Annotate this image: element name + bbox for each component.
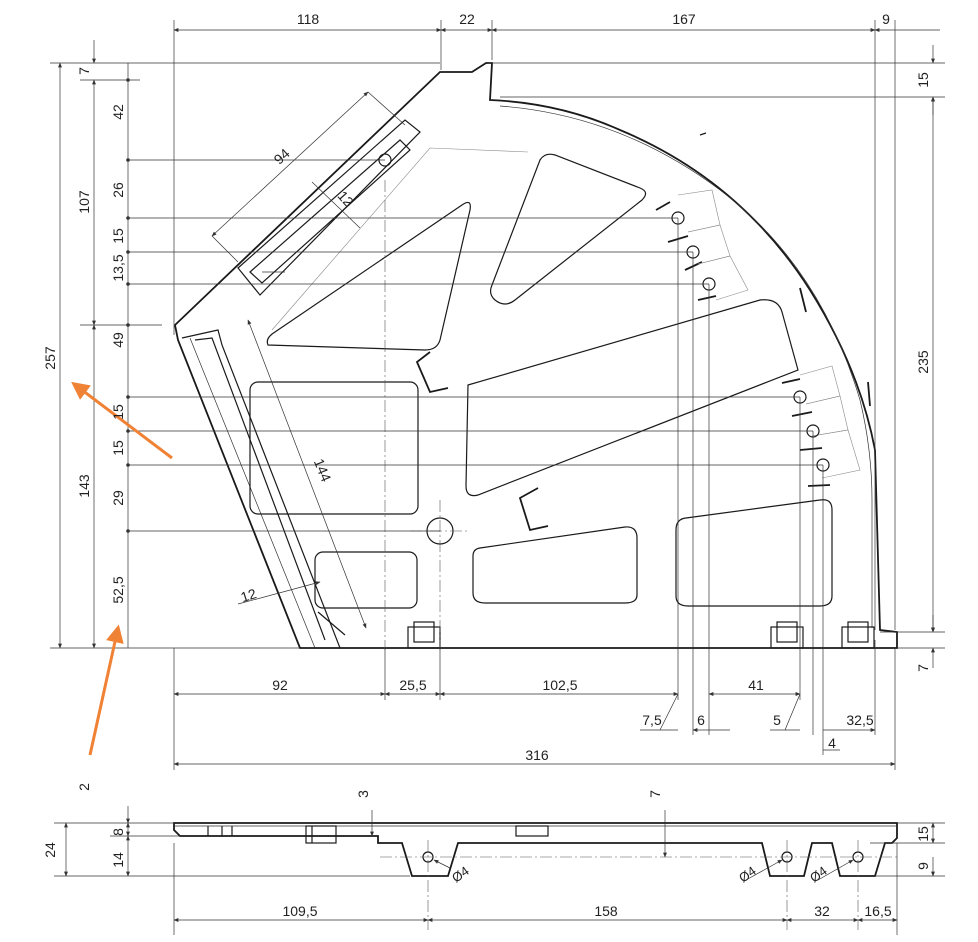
dim-13-5: 13,5	[110, 254, 126, 281]
dim-phi4-2: Ø4	[736, 863, 759, 885]
dim-118: 118	[297, 11, 320, 27]
dim-3: 3	[355, 790, 371, 798]
dim-109-5: 109,5	[282, 903, 317, 919]
window-bottom-mid	[472, 526, 638, 604]
dim-5: 5	[773, 712, 781, 728]
dim-158: 158	[594, 903, 618, 919]
window-triangle-2	[489, 153, 647, 305]
dim-107: 107	[76, 190, 92, 214]
dim-32-5: 32,5	[846, 712, 873, 728]
dim-24: 24	[42, 842, 58, 858]
dim-22: 22	[459, 11, 475, 27]
window-rect-2	[314, 551, 418, 609]
dim-phi4-1: Ø4	[449, 863, 472, 885]
orange-arrow-lower	[88, 624, 124, 756]
plate-outline	[174, 62, 898, 649]
dimension-labels: 118 22 167 9 15 235 7 257 107 143 7 42 2…	[42, 11, 931, 919]
dim-32: 32	[814, 903, 830, 919]
dim-316: 316	[525, 747, 549, 763]
arc-slots	[655, 132, 871, 487]
hole-brackets	[677, 189, 861, 479]
dim-9-side: 9	[915, 862, 931, 870]
dim-257: 257	[42, 346, 58, 370]
orange-arrow-upper	[71, 381, 173, 460]
dim-143: 143	[76, 474, 92, 498]
dimension-lines	[50, 20, 945, 770]
dim-29: 29	[110, 490, 126, 506]
window-rect-1	[249, 381, 419, 515]
dim-9: 9	[882, 11, 890, 27]
dim-15-right: 15	[915, 72, 931, 88]
annotation-arrows	[71, 381, 173, 756]
dim-2: 2	[76, 783, 92, 791]
dim-7-left: 7	[76, 67, 92, 75]
hook-2	[518, 487, 549, 532]
dim-16-5: 16,5	[864, 903, 891, 919]
dim-7-side: 7	[647, 790, 663, 798]
window-triangle-1	[266, 201, 471, 351]
dim-15-side: 15	[915, 826, 931, 842]
plate-inner-rim	[499, 105, 873, 628]
dim-25-5: 25,5	[399, 677, 426, 693]
dim-7-right: 7	[915, 664, 931, 672]
dim-4: 4	[828, 735, 836, 751]
dim-7-5: 7,5	[642, 712, 662, 728]
dim-15-b: 15	[110, 404, 126, 420]
window-bottom-right	[675, 499, 833, 607]
dim-14: 14	[110, 852, 126, 868]
dim-102-5: 102,5	[542, 677, 577, 693]
dim-144: 144	[311, 456, 335, 484]
centre-lines	[384, 180, 470, 650]
dim-49: 49	[110, 332, 126, 348]
feet-top-view	[407, 621, 875, 649]
hook-1	[415, 351, 449, 394]
dim-42: 42	[110, 104, 126, 120]
dim-167: 167	[672, 11, 696, 27]
dim-6: 6	[697, 712, 705, 728]
dim-92: 92	[272, 677, 288, 693]
dim-52-5: 52,5	[110, 576, 126, 603]
dim-12-rail: 12	[239, 585, 259, 605]
dim-15-c: 15	[110, 440, 126, 456]
dim-235: 235	[915, 350, 931, 374]
dim-15-a: 15	[110, 228, 126, 244]
side-view-profile	[173, 822, 898, 877]
dim-phi4-3: Ø4	[807, 863, 830, 885]
window-diagonal	[465, 299, 799, 497]
dim-8: 8	[110, 828, 126, 836]
dim-41: 41	[748, 677, 764, 693]
dim-26: 26	[110, 182, 126, 198]
side-view	[54, 806, 945, 935]
